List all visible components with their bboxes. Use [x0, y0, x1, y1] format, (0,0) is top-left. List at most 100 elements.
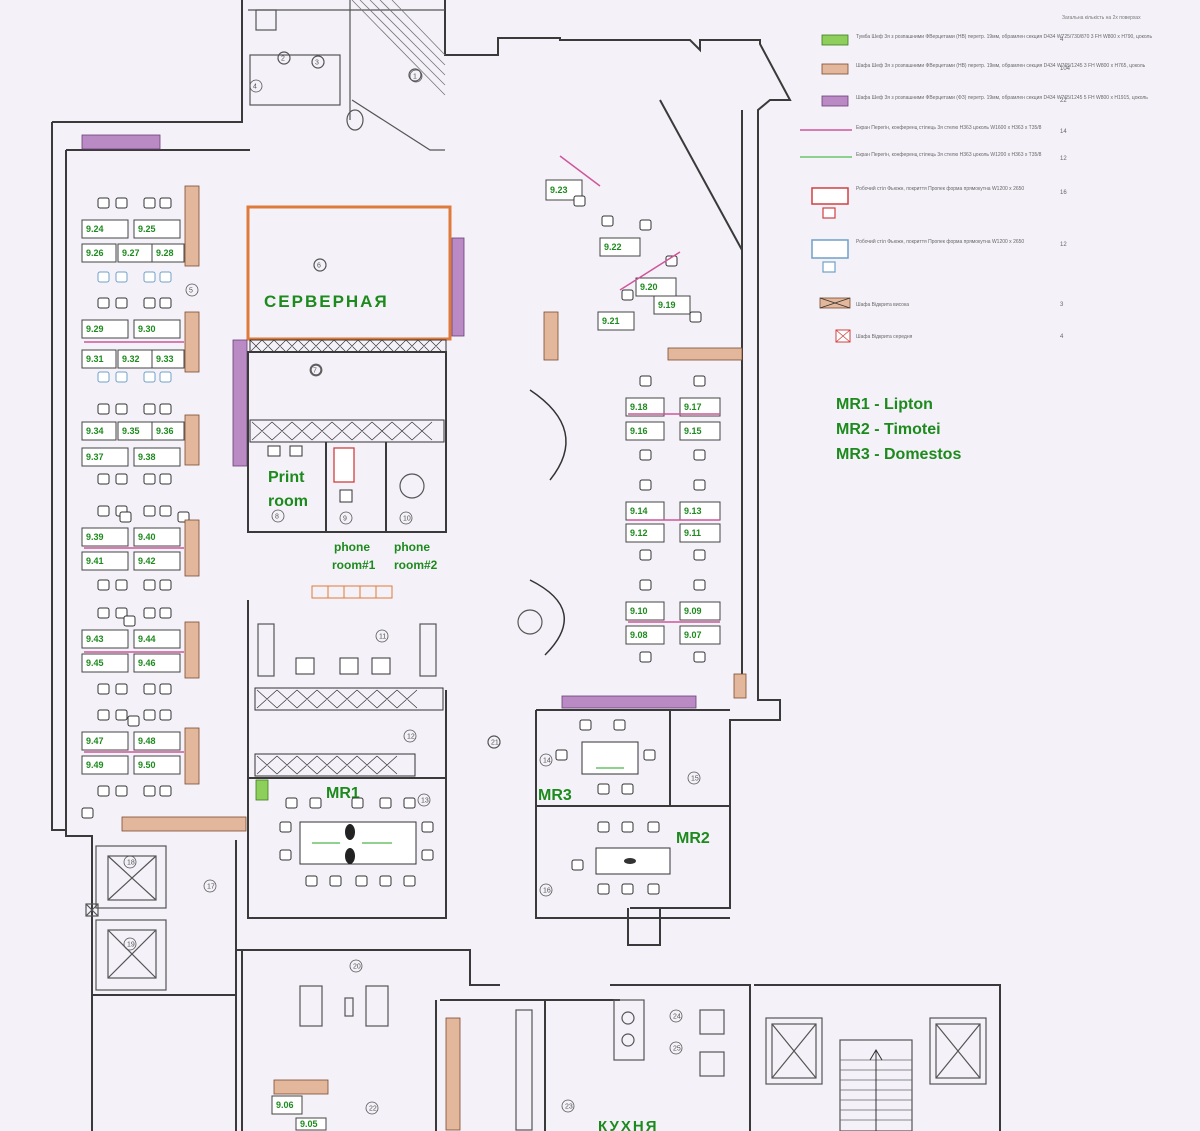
- desk-label: 9.29: [86, 324, 104, 334]
- desk: 9.13: [679, 501, 721, 521]
- chair: [143, 607, 156, 619]
- desk: 9.43: [81, 629, 129, 649]
- desk-label: 9.45: [86, 658, 104, 668]
- desk: 9.06: [271, 1095, 303, 1115]
- room-number: 15: [687, 771, 701, 785]
- room-number-label: 2: [281, 56, 285, 63]
- legend-count: 3: [1060, 302, 1064, 308]
- room-number: 12: [403, 729, 417, 743]
- phone-room1-label-1: phone: [334, 540, 370, 554]
- chair: [143, 505, 156, 517]
- room-number-label: 3: [315, 60, 319, 67]
- chair: [97, 371, 110, 383]
- desk-label: 9.27: [122, 248, 140, 258]
- legend-text: Екран Перегін, конференц стілець 3я стел…: [856, 152, 1042, 158]
- legend: Тумба Шеф 3я з розпашними ФВерцетами (НВ…: [800, 34, 1152, 343]
- desk: 9.20: [635, 277, 677, 297]
- left-elevators: [85, 845, 236, 996]
- legend-swatch-green-cabinet: [821, 34, 849, 46]
- chair: [127, 715, 140, 727]
- desk-label: 9.32: [122, 354, 140, 364]
- chair: [329, 875, 342, 887]
- desk-label: 9.05: [300, 1119, 318, 1129]
- chair: [97, 403, 110, 415]
- chair: [115, 371, 128, 383]
- chair: [403, 797, 416, 809]
- room-number-label: 24: [673, 1014, 681, 1021]
- desk: 9.35: [117, 421, 153, 441]
- legend-count: 4: [1060, 37, 1064, 43]
- desk: 9.37: [81, 447, 129, 467]
- mr2-label: MR2: [676, 830, 710, 847]
- desk: 9.23: [545, 179, 583, 201]
- chair: [115, 785, 128, 797]
- legend-count: 14: [1060, 129, 1067, 135]
- room-number: 14: [539, 753, 553, 767]
- legend-text: Екран Перегін, конференц стілець 3я стел…: [856, 125, 1042, 131]
- room-number-label: 1: [413, 74, 417, 81]
- chair: [159, 403, 172, 415]
- legend-swatch-red-workstation: [811, 187, 849, 219]
- room-number-label: 18: [127, 860, 135, 867]
- room-number: 1: [409, 69, 423, 83]
- desk-label: 9.06: [276, 1100, 294, 1110]
- room-number-label: 4: [253, 84, 257, 91]
- desk-label: 9.19: [658, 300, 676, 310]
- legend-text: Шафа Шеф 3я з розпашними ФВерцетами (НВ)…: [856, 63, 1146, 69]
- room-number-label: 16: [543, 888, 551, 895]
- room-number: 6: [313, 258, 327, 272]
- desk: 9.50: [133, 755, 181, 775]
- room-number: 22: [365, 1101, 379, 1115]
- legend-count: 22: [1060, 98, 1067, 104]
- room-number-label: 13: [421, 798, 429, 805]
- desk: 9.28: [151, 243, 185, 263]
- room-number: 21: [487, 735, 501, 749]
- chair: [115, 197, 128, 209]
- desk-label: 9.46: [138, 658, 156, 668]
- chair: [115, 579, 128, 591]
- desk-label: 9.37: [86, 452, 104, 462]
- desk-label: 9.41: [86, 556, 104, 566]
- desk: 9.14: [625, 501, 665, 521]
- desk-label: 9.10: [630, 606, 648, 616]
- chair: [177, 511, 190, 523]
- desk: 9.09: [679, 601, 721, 621]
- chair: [621, 783, 634, 795]
- chair: [143, 785, 156, 797]
- pink-screen: [619, 251, 681, 291]
- chair: [643, 749, 656, 761]
- room-number-label: 10: [403, 516, 411, 523]
- desk: 9.27: [117, 243, 153, 263]
- chair: [355, 875, 368, 887]
- chair: [97, 271, 110, 283]
- chair: [285, 797, 298, 809]
- chair: [639, 449, 652, 461]
- desk-label: 9.24: [86, 224, 104, 234]
- desk-label: 9.31: [86, 354, 104, 364]
- chair: [159, 683, 172, 695]
- legend-text: Шафа Відкрита висока: [856, 302, 909, 308]
- legend-swatch-purple-cabinet: [821, 95, 849, 107]
- chair: [143, 709, 156, 721]
- room-number: 23: [561, 1099, 575, 1113]
- desk: 9.10: [625, 601, 665, 621]
- desk: 9.49: [81, 755, 129, 775]
- mr-key-lipton: MR1 - Lipton: [836, 396, 933, 413]
- room-number: 13: [417, 793, 431, 807]
- chair: [159, 297, 172, 309]
- chair: [613, 719, 626, 731]
- chair: [639, 479, 652, 491]
- room-number: 24: [669, 1009, 683, 1023]
- legend-count: 12: [1060, 156, 1067, 162]
- desk-label: 9.20: [640, 282, 658, 292]
- desk: 9.48: [133, 731, 181, 751]
- chair: [143, 297, 156, 309]
- chair: [647, 883, 660, 895]
- chair: [97, 505, 110, 517]
- chair: [159, 579, 172, 591]
- chair: [115, 271, 128, 283]
- chair: [621, 289, 634, 301]
